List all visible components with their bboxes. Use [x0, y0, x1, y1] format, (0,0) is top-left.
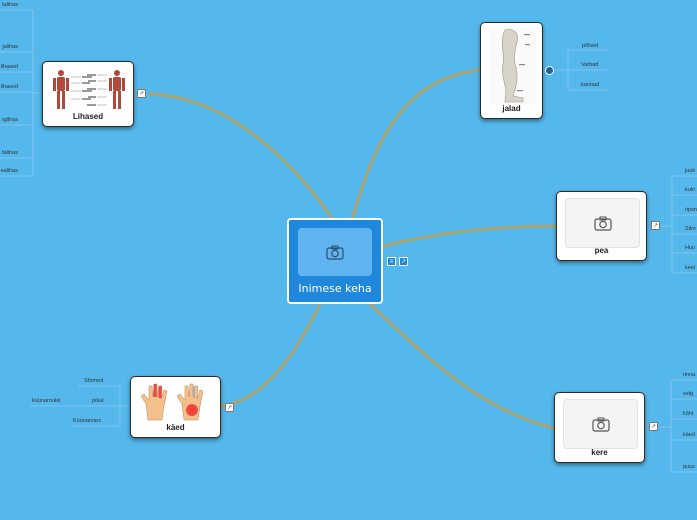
node-kaed[interactable]: käed	[130, 376, 221, 438]
branch-kere	[368, 302, 555, 430]
node-kaed-label: käed	[166, 423, 185, 432]
leaf-lihased-6[interactable]: talihas	[2, 150, 18, 156]
leaves-pea-lines	[661, 175, 697, 274]
leaf-lihased-2[interactable]: jalihas	[2, 44, 18, 50]
leaf-jalad-1[interactable]: põlved	[582, 43, 599, 49]
leaf-kaed-2[interactable]: pöial	[92, 398, 104, 404]
node-pea[interactable]: pea	[556, 191, 647, 261]
leaf-kere-3[interactable]: kõht	[683, 411, 694, 417]
pea-image-placeholder	[565, 198, 640, 248]
leaf-lihased-5[interactable]: rglihas	[1, 117, 18, 123]
leaves-jalad-lines	[555, 49, 608, 91]
leaf-kaed-1[interactable]: Sõrmed	[84, 378, 104, 384]
leaf-lihased-7[interactable]: ealihas	[0, 168, 18, 174]
leaves-kaed-lines	[30, 385, 130, 427]
camera-icon	[593, 216, 612, 231]
leaf-pea-6[interactable]: keel	[685, 265, 696, 271]
branch-kaed	[220, 303, 322, 408]
central-topic-label: Inimese keha	[298, 282, 372, 295]
camera-icon	[326, 245, 344, 260]
leg-image	[489, 28, 536, 104]
branch-pea	[382, 224, 557, 248]
leaf-lihased-4[interactable]: lihased	[0, 84, 18, 90]
leaf-jalad-2[interactable]: Varbad	[581, 62, 599, 68]
open-link-icon[interactable]: ↗	[137, 89, 146, 98]
node-kere-label: kere	[591, 448, 608, 457]
leaf-pea-3[interactable]: ripsn	[685, 207, 697, 213]
leaf-pea-4[interactable]: Silm	[685, 226, 696, 232]
notes-icon[interactable]: ≡	[387, 257, 396, 266]
leaf-pea-2[interactable]: kuln	[685, 187, 696, 193]
node-lihased[interactable]: Lihased	[42, 61, 134, 127]
branch-jalad	[350, 68, 481, 221]
node-lihased-label: Lihased	[72, 112, 104, 121]
node-kere[interactable]: kere	[554, 392, 645, 463]
leaf-lihased-3[interactable]: lihased	[0, 64, 18, 70]
leaf-kere-5[interactable]: puus	[683, 464, 695, 470]
leaf-lihased-1[interactable]: talihas	[2, 2, 18, 8]
muscle-diagram-image	[53, 70, 125, 109]
node-jalad[interactable]: jalad	[480, 22, 543, 119]
camera-icon	[591, 417, 610, 432]
open-link-icon[interactable]: ↗	[649, 422, 658, 431]
leaf-kere-1[interactable]: rinna	[683, 372, 696, 378]
leaf-kere-2[interactable]: selg	[683, 391, 694, 397]
branch-lihased	[147, 92, 335, 221]
leaf-kaed-3[interactable]: Küünarvars	[73, 418, 102, 424]
open-link-icon[interactable]: ↗	[225, 403, 234, 412]
collapse-icon[interactable]	[545, 66, 554, 75]
node-jalad-label: jalad	[502, 104, 521, 113]
open-link-icon[interactable]: ↗	[399, 257, 408, 266]
leaf-kere-4[interactable]: käed	[683, 432, 695, 438]
leaves-lihased-lines	[0, 9, 42, 177]
leaf-pea-5[interactable]: Huu	[685, 245, 696, 251]
central-topic[interactable]: Inimese keha	[287, 218, 383, 304]
hands-image	[140, 383, 204, 421]
open-link-icon[interactable]: ↗	[651, 221, 660, 230]
leaf-kaed-sub-1[interactable]: küünarnukk	[32, 398, 61, 404]
node-pea-label: pea	[594, 246, 609, 255]
kere-image-placeholder	[563, 399, 638, 449]
leaf-jalad-3[interactable]: kannad	[581, 82, 600, 88]
leaf-pea-1[interactable]: juuk	[685, 168, 696, 174]
central-image-placeholder	[298, 228, 372, 276]
leaves-kere-lines	[660, 379, 697, 473]
